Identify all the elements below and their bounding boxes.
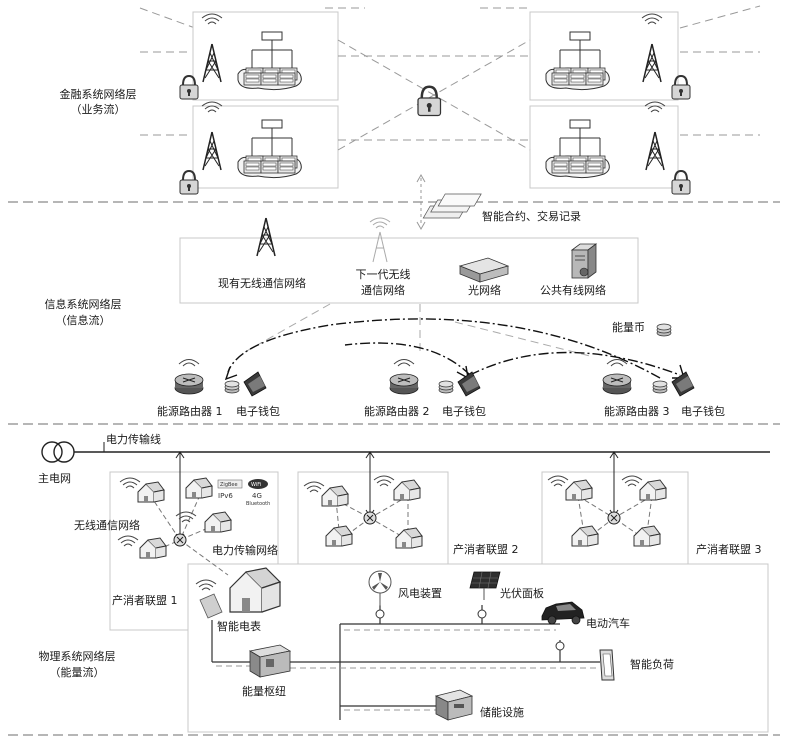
pv-label: 光伏面板: [500, 587, 544, 600]
wallet-1-label: 电子钱包: [236, 405, 280, 418]
next-gen-wireless-label: 下一代无线: [355, 268, 411, 281]
ev-label: 电动汽车: [586, 617, 630, 630]
energy-coin-label: 能量币: [612, 321, 645, 334]
transmission-line-label: 电力传输线: [106, 433, 161, 446]
alliance-1-label: 产消者联盟 1: [112, 594, 178, 607]
smart-load-label: 智能负荷: [630, 658, 674, 671]
power-transmission-label: 电力传输网络: [212, 544, 278, 557]
optical-network-label: 光网络: [468, 284, 501, 297]
existing-wireless-label: 现有无线通信网络: [218, 277, 306, 290]
financial-layer-name: 金融系统网络层: [59, 88, 137, 101]
wallet-3-label: 电子钱包: [681, 405, 725, 418]
storage-label: 储能设施: [480, 706, 524, 719]
physical-layer-flow: （能量流）: [49, 666, 105, 679]
public-wired-label: 公共有线网络: [540, 284, 606, 297]
badge-bluetooth: Bluetooth: [246, 501, 270, 507]
router-1-label: 能源路由器 1: [157, 405, 223, 418]
alliance-3-label: 产消者联盟 3: [696, 543, 762, 556]
physical-layer-name: 物理系统网络层: [38, 650, 116, 663]
badge-4g: 4G: [252, 492, 262, 500]
alliance-2-label: 产消者联盟 2: [453, 543, 519, 556]
financial-layer-flow: （业务流）: [70, 103, 126, 116]
wireless-comm-label: 无线通信网络: [74, 519, 140, 532]
wind-label: 风电装置: [398, 587, 442, 600]
badge-wifi: WiFi: [251, 482, 261, 488]
router-2-label: 能源路由器 2: [364, 405, 430, 418]
energy-hub-label: 能量枢纽: [242, 685, 286, 698]
information-layer-flow: （信息流）: [55, 314, 111, 327]
wallet-2-label: 电子钱包: [442, 405, 486, 418]
badge-ipv6: IPv6: [218, 492, 233, 500]
information-layer-name: 信息系统网络层: [44, 298, 122, 311]
smart-meter-label: 智能电表: [217, 620, 261, 633]
main-grid-label: 主电网: [38, 472, 71, 485]
router-3-label: 能源路由器 3: [604, 405, 670, 418]
badge-zigbee: ZigBee: [220, 482, 238, 488]
next-gen-wireless-label-line2: 通信网络: [361, 284, 405, 297]
smart-contract-label: 智能合约、交易记录: [482, 210, 581, 223]
